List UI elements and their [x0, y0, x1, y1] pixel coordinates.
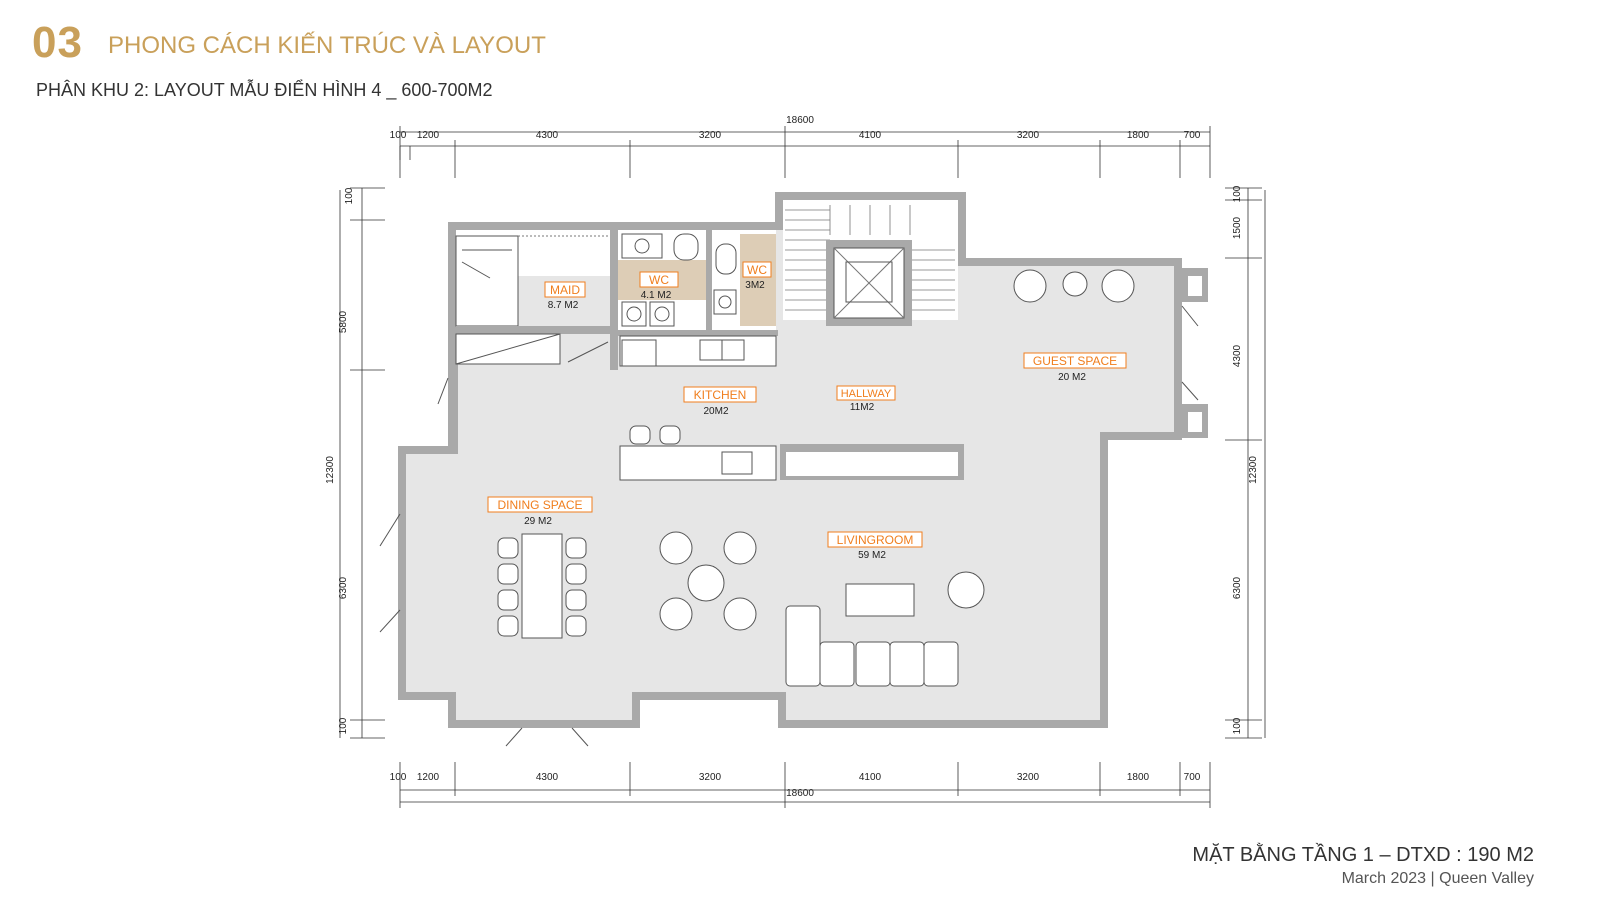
wc2-area: 3M2	[745, 280, 765, 291]
wc1-area: 4.1 M2	[641, 290, 672, 301]
stair-treads	[785, 205, 955, 311]
bed-sheets	[461, 249, 512, 279]
dim-top-1: 100	[390, 130, 407, 141]
dim-right-5: 6300	[1232, 576, 1243, 599]
kitchen-name: KITCHEN	[694, 388, 747, 402]
living-sofa	[785, 571, 985, 687]
dining-name: DINING SPACE	[497, 498, 582, 512]
dining-area: 29 M2	[524, 516, 552, 527]
dim-left-2: 5800	[338, 310, 349, 333]
room-label-maid: MAID 8.7 M2	[544, 281, 586, 311]
dim-left-5: 100	[338, 717, 349, 734]
room-label-dining: DINING SPACE 29 M2	[487, 496, 593, 527]
dim-top-2: 1200	[417, 130, 440, 141]
maid-wall-bottom	[456, 326, 610, 334]
maid-area: 8.7 M2	[548, 300, 579, 311]
dim-right-6: 100	[1232, 717, 1243, 734]
dimension-lines	[339, 126, 1266, 808]
dim-bottom-6: 3200	[1017, 772, 1040, 783]
dim-top-5: 4100	[859, 130, 882, 141]
dim-left-3: 12300	[325, 456, 336, 484]
dim-bottom-3: 4300	[536, 772, 559, 783]
dim-bottom-5: 4100	[859, 772, 882, 783]
section-number: 03	[32, 18, 83, 67]
section-title: PHONG CÁCH KIẾN TRÚC VÀ LAYOUT	[108, 32, 546, 59]
wc-divider-wall	[706, 230, 712, 334]
wc1-name: WC	[649, 273, 669, 287]
kitchen-area: 20M2	[703, 406, 728, 417]
door-swings	[379, 305, 1199, 747]
kitchen-island	[619, 445, 777, 481]
dim-top-6: 3200	[1017, 130, 1040, 141]
fridge	[621, 339, 657, 367]
room-label-hallway: HALLWAY 11M2	[836, 385, 896, 413]
plan-title: MẶT BẰNG TẦNG 1 – DTXD : 190 M2	[1192, 844, 1534, 866]
dim-bottom-2: 1200	[417, 772, 440, 783]
living-name: LIVINGROOM	[837, 533, 914, 547]
wc2-name: WC	[747, 263, 767, 277]
room-label-wc2: WC 3M2	[742, 261, 772, 291]
cooktop	[721, 451, 753, 475]
room-label-wc1: WC 4.1 M2	[639, 271, 679, 301]
bar-stool-1	[629, 425, 651, 445]
room-label-kitchen: KITCHEN 20M2	[683, 386, 757, 417]
guest-name: GUEST SPACE	[1033, 354, 1117, 368]
room-label-living: LIVINGROOM 59 M2	[827, 531, 923, 561]
dim-left-1: 100	[344, 187, 355, 204]
dimension-text: 18600 100 1200 4300 3200 4100 3200 1800 …	[325, 115, 1259, 799]
dim-right-4: 12300	[1248, 456, 1259, 484]
lounge-set	[659, 531, 757, 631]
dim-bottom-4: 3200	[699, 772, 722, 783]
dim-left-4: 6300	[338, 576, 349, 599]
guest-furniture	[1013, 269, 1135, 303]
living-area: 59 M2	[858, 550, 886, 561]
dim-bottom-total: 18600	[786, 788, 814, 799]
guest-area: 20 M2	[1058, 372, 1086, 383]
hallway-name: HALLWAY	[841, 388, 892, 400]
maid-door-swing	[567, 341, 609, 363]
dim-right-2: 1500	[1232, 216, 1243, 239]
dim-right-3: 4300	[1232, 344, 1243, 367]
dim-right-1: 100	[1232, 185, 1243, 202]
dim-top-3: 4300	[536, 130, 559, 141]
dining-set	[497, 533, 587, 639]
washer-1	[621, 301, 647, 327]
dim-top-total: 18600	[786, 115, 814, 126]
wc2-toilet	[715, 243, 737, 275]
maid-wall-right	[610, 230, 618, 370]
room-label-guest: GUEST SPACE 20 M2	[1023, 352, 1127, 383]
dim-top-7: 1800	[1127, 130, 1150, 141]
dim-bottom-7: 1800	[1127, 772, 1150, 783]
page-subtitle: PHÂN KHU 2: LAYOUT MẪU ĐIỂN HÌNH 4 _ 600…	[36, 80, 493, 100]
bar-stool-2	[659, 425, 681, 445]
dim-bottom-8: 700	[1184, 772, 1201, 783]
maid-name: MAID	[550, 283, 580, 297]
dim-top-4: 3200	[699, 130, 722, 141]
maid-bed	[455, 235, 519, 327]
credit-line: March 2023 | Queen Valley	[1341, 870, 1534, 887]
wc2-floor	[740, 234, 776, 326]
dim-top-8: 700	[1184, 130, 1201, 141]
dim-bottom-1: 100	[390, 772, 407, 783]
wc1-toilet	[673, 233, 699, 261]
hallway-area: 11M2	[850, 402, 875, 413]
wc-wall-bottom	[618, 330, 778, 336]
